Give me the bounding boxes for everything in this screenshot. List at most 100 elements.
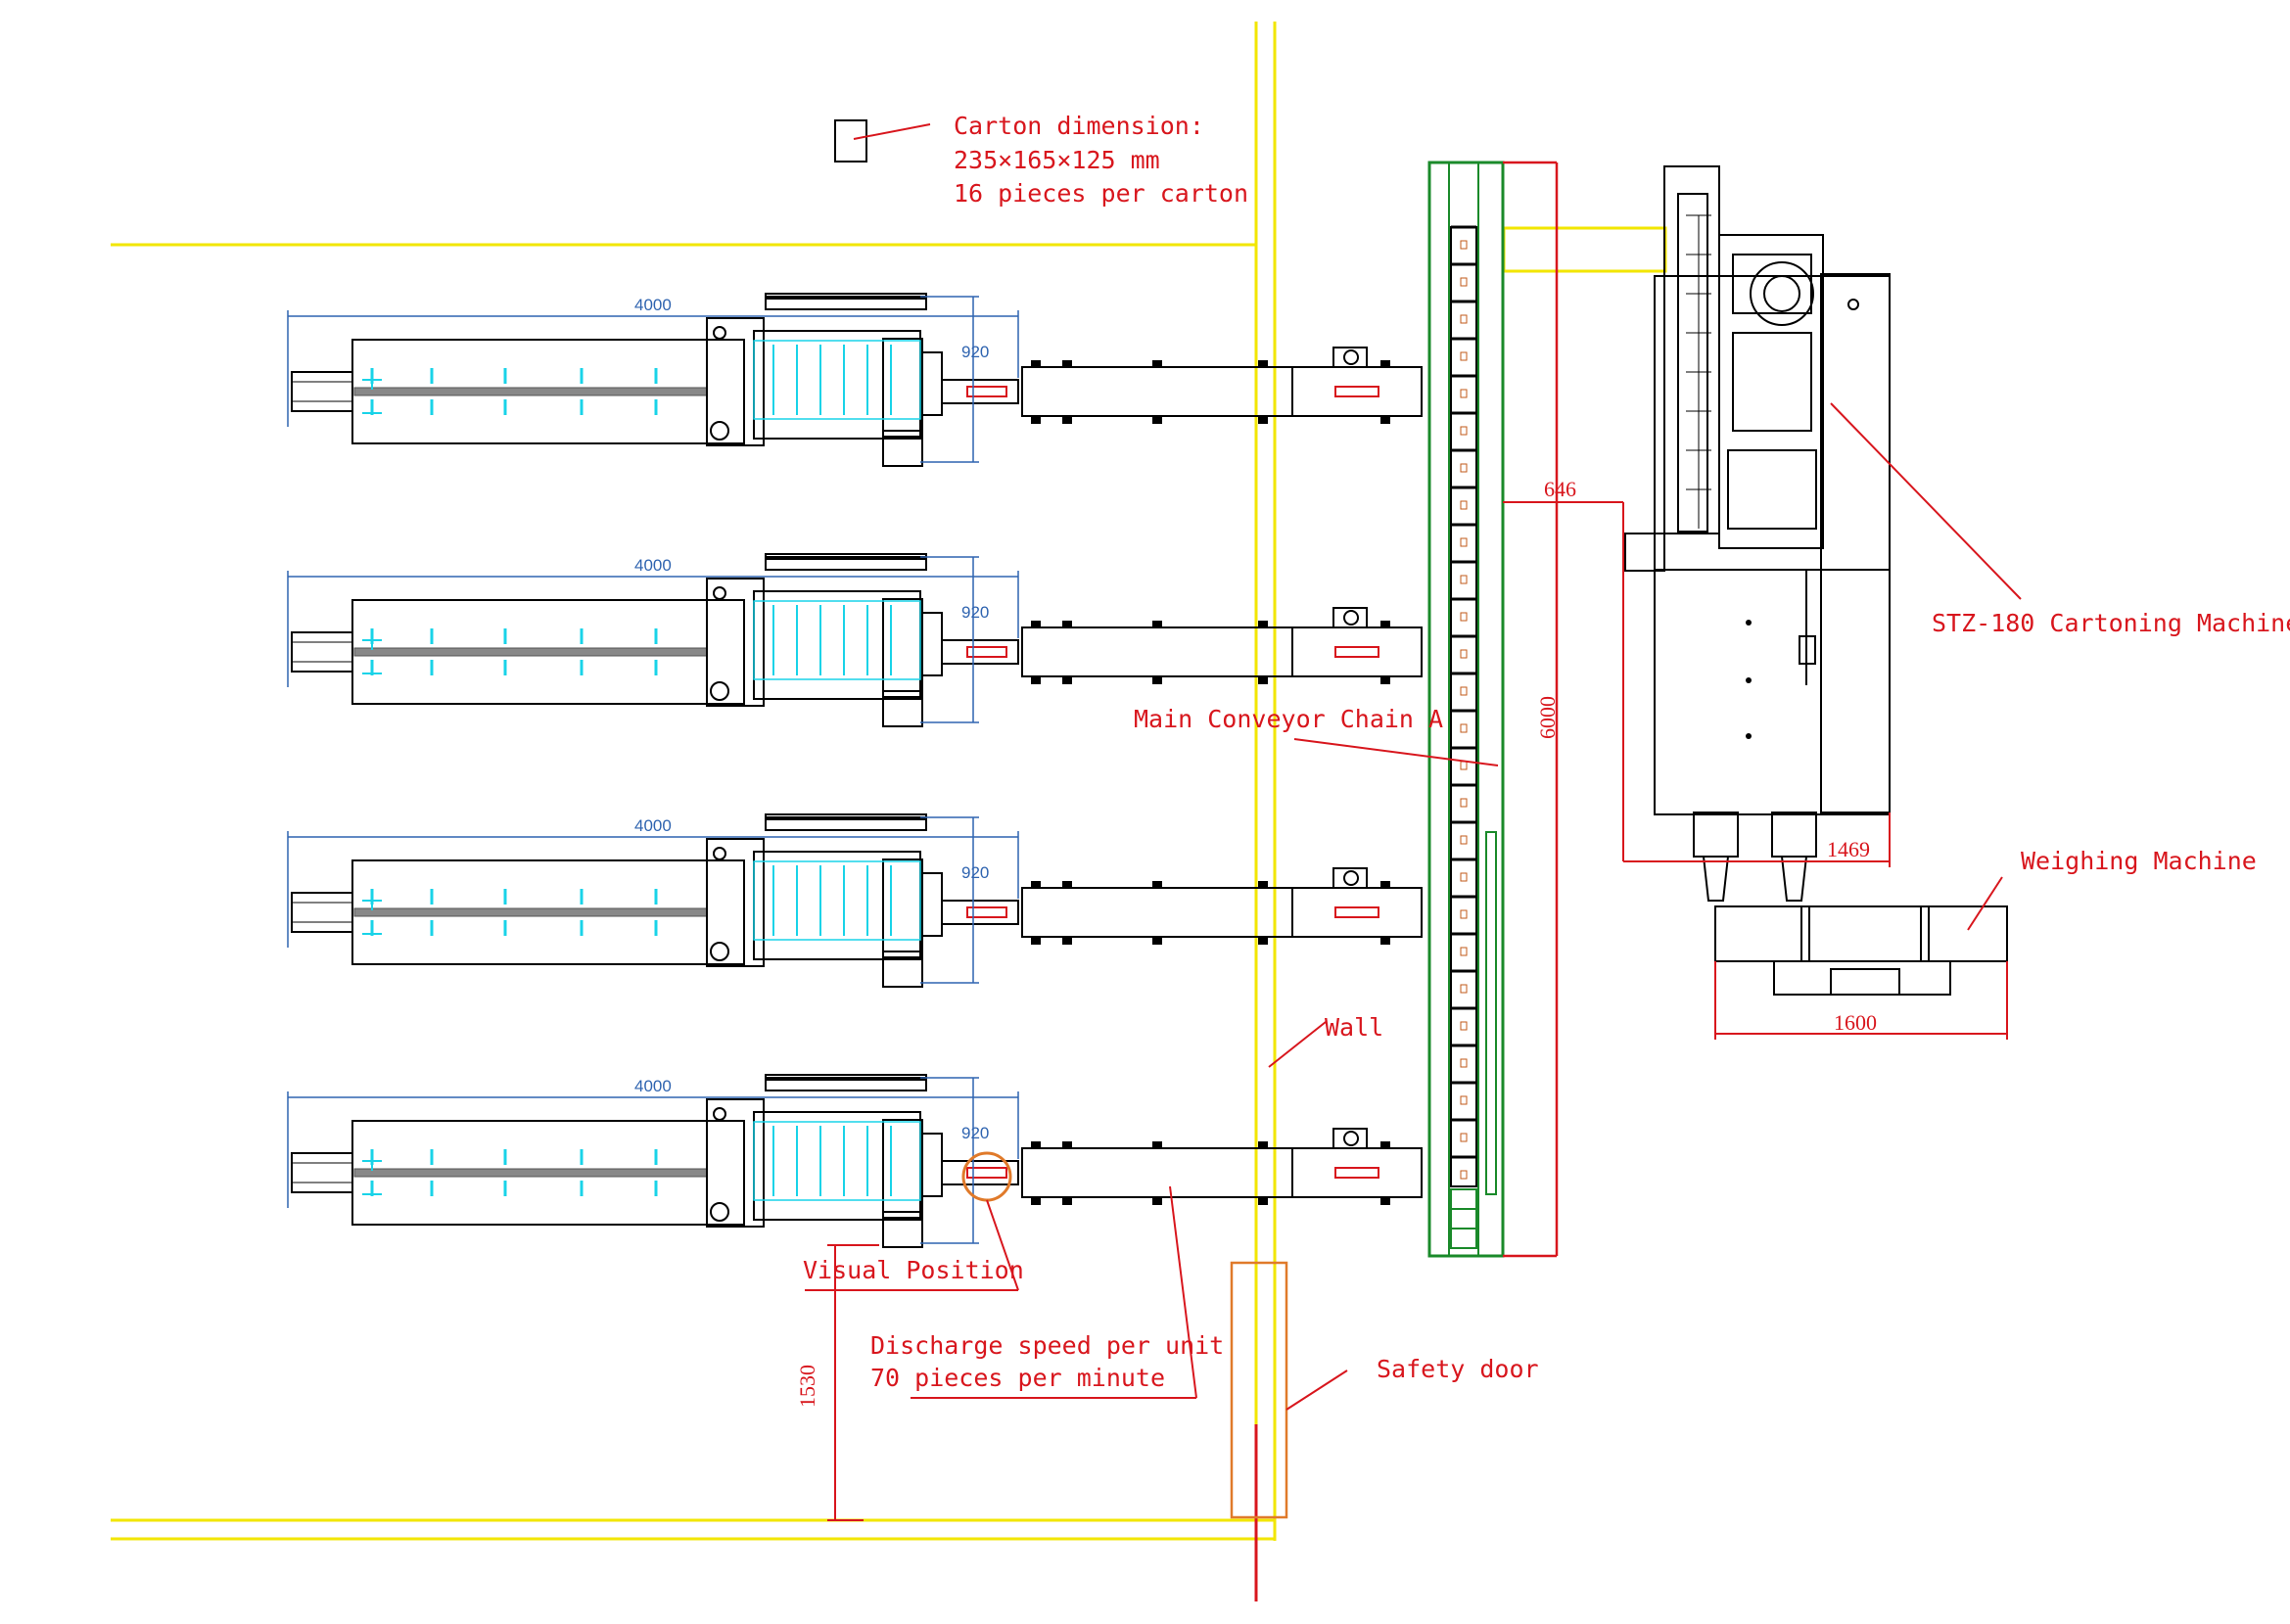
dim-1530 [827,1244,879,1521]
outfeed-sensor [966,386,1007,397]
conveyor-foot [1062,1141,1072,1149]
dim-646 [1503,501,1624,861]
conveyor-chain [353,387,708,396]
wrapper-wheel [713,847,726,860]
chain-slot-mark [1460,612,1468,622]
dim-6000-label: 6000 [1535,696,1560,739]
wrapper-wheel [710,681,729,701]
weigher-leader [1967,876,2003,931]
dim-length-label: 4000 [634,1077,672,1095]
safety-door [1230,1261,1288,1519]
wrapper-wheel [713,586,726,600]
conveyor-foot [1380,1141,1390,1149]
conveyor-foot [1031,1141,1041,1149]
chain-slot-mark [1460,984,1468,994]
cutter-unit [919,872,943,937]
drive-motor-shaft [1343,870,1359,886]
conveyor-foot [1031,676,1041,684]
conveyor-foot [1062,1197,1072,1205]
dim-1530-label: 1530 [795,1365,819,1408]
cutter-unit [919,351,943,416]
conveyor-foot [1258,1197,1268,1205]
wrapper-wheel [713,1107,726,1121]
wrapper-frame [706,838,765,967]
wrapper-detail [753,860,921,941]
dim-length-label: 4000 [634,556,672,575]
wrapper-detail [753,600,921,680]
dim-646-label: 646 [1544,477,1576,501]
outfeed-belt [941,1160,1019,1185]
conveyor-foot [1258,416,1268,424]
infeed-conveyor [351,859,745,965]
cutter-unit [919,612,943,676]
conveyor-foot [1380,881,1390,889]
conveyor-foot [1380,360,1390,368]
dim-1600 [1714,961,2008,1040]
conveyor-foot [1062,937,1072,945]
chain-slot-mark [1460,835,1468,845]
sealing-base [882,951,923,988]
wrapper-wheel [710,942,729,961]
chain-slot-mark [1460,1095,1468,1105]
visual-position-leader [986,1199,1019,1291]
chain-slot-mark [1460,575,1468,584]
dim-1469 [1623,812,1891,867]
wrapper-wheel [713,326,726,340]
conveyor-foot [1031,1197,1041,1205]
wrapper-top [765,553,927,571]
weighing-machine-label: Weighing Machine [2021,847,2257,875]
wrapper-body [753,330,921,440]
carton-leader [853,123,931,140]
conveyor-foot [1152,676,1162,684]
weighing-machine [1714,905,2008,996]
outfeed-belt [941,639,1019,665]
chain-slot-mark [1460,798,1468,808]
infeed-stub [291,371,353,412]
dim-length-label: 4000 [634,816,672,835]
transfer-sensor [1334,386,1379,397]
dim-width-label: 920 [961,863,989,882]
chain-slots [1451,225,1476,1180]
sealing-base [882,1211,923,1248]
conveyor-foot [1380,416,1390,424]
transfer-sensor [1334,906,1379,918]
carton-icon [834,119,867,162]
infeed-stub [291,631,353,673]
transfer-conveyor-end [1291,1147,1423,1198]
wall-leader [1268,1021,1327,1068]
main-conveyor-label: Main Conveyor Chain A [1134,705,1443,733]
conveyor-foot [1258,937,1268,945]
chain-slot-mark [1460,1133,1468,1142]
transfer-conveyor-end [1291,366,1423,417]
drive-motor [1332,347,1368,368]
conveyor-foot [1258,360,1268,368]
transfer-sensor [1334,646,1379,658]
transfer-conveyor [1021,366,1293,417]
sealing-unit [882,1119,923,1219]
cartoner-dots [1746,620,1752,739]
outfeed-sensor [966,906,1007,918]
dim-6000 [1503,161,1559,1258]
wall-lines [111,22,1667,1541]
dim-length-label: 4000 [634,296,672,314]
transfer-sensor [1334,1167,1379,1179]
conveyor-foot [1258,676,1268,684]
conveyor-foot [1031,621,1041,628]
sealing-unit [882,338,923,438]
conveyor-foot [1380,621,1390,628]
conveyor-foot [1062,360,1072,368]
sealing-unit [882,598,923,698]
conveyor-foot [1062,621,1072,628]
wall-label: Wall [1325,1013,1383,1042]
chain-slot-mark [1460,426,1468,436]
safety-door-label: Safety door [1377,1355,1539,1383]
wrapper-detail [753,340,921,420]
sealing-base [882,430,923,467]
dim-width-label: 920 [961,603,989,622]
conveyor-foot [1031,416,1041,424]
drive-motor-shaft [1343,610,1359,626]
wrapper-body [753,851,921,960]
